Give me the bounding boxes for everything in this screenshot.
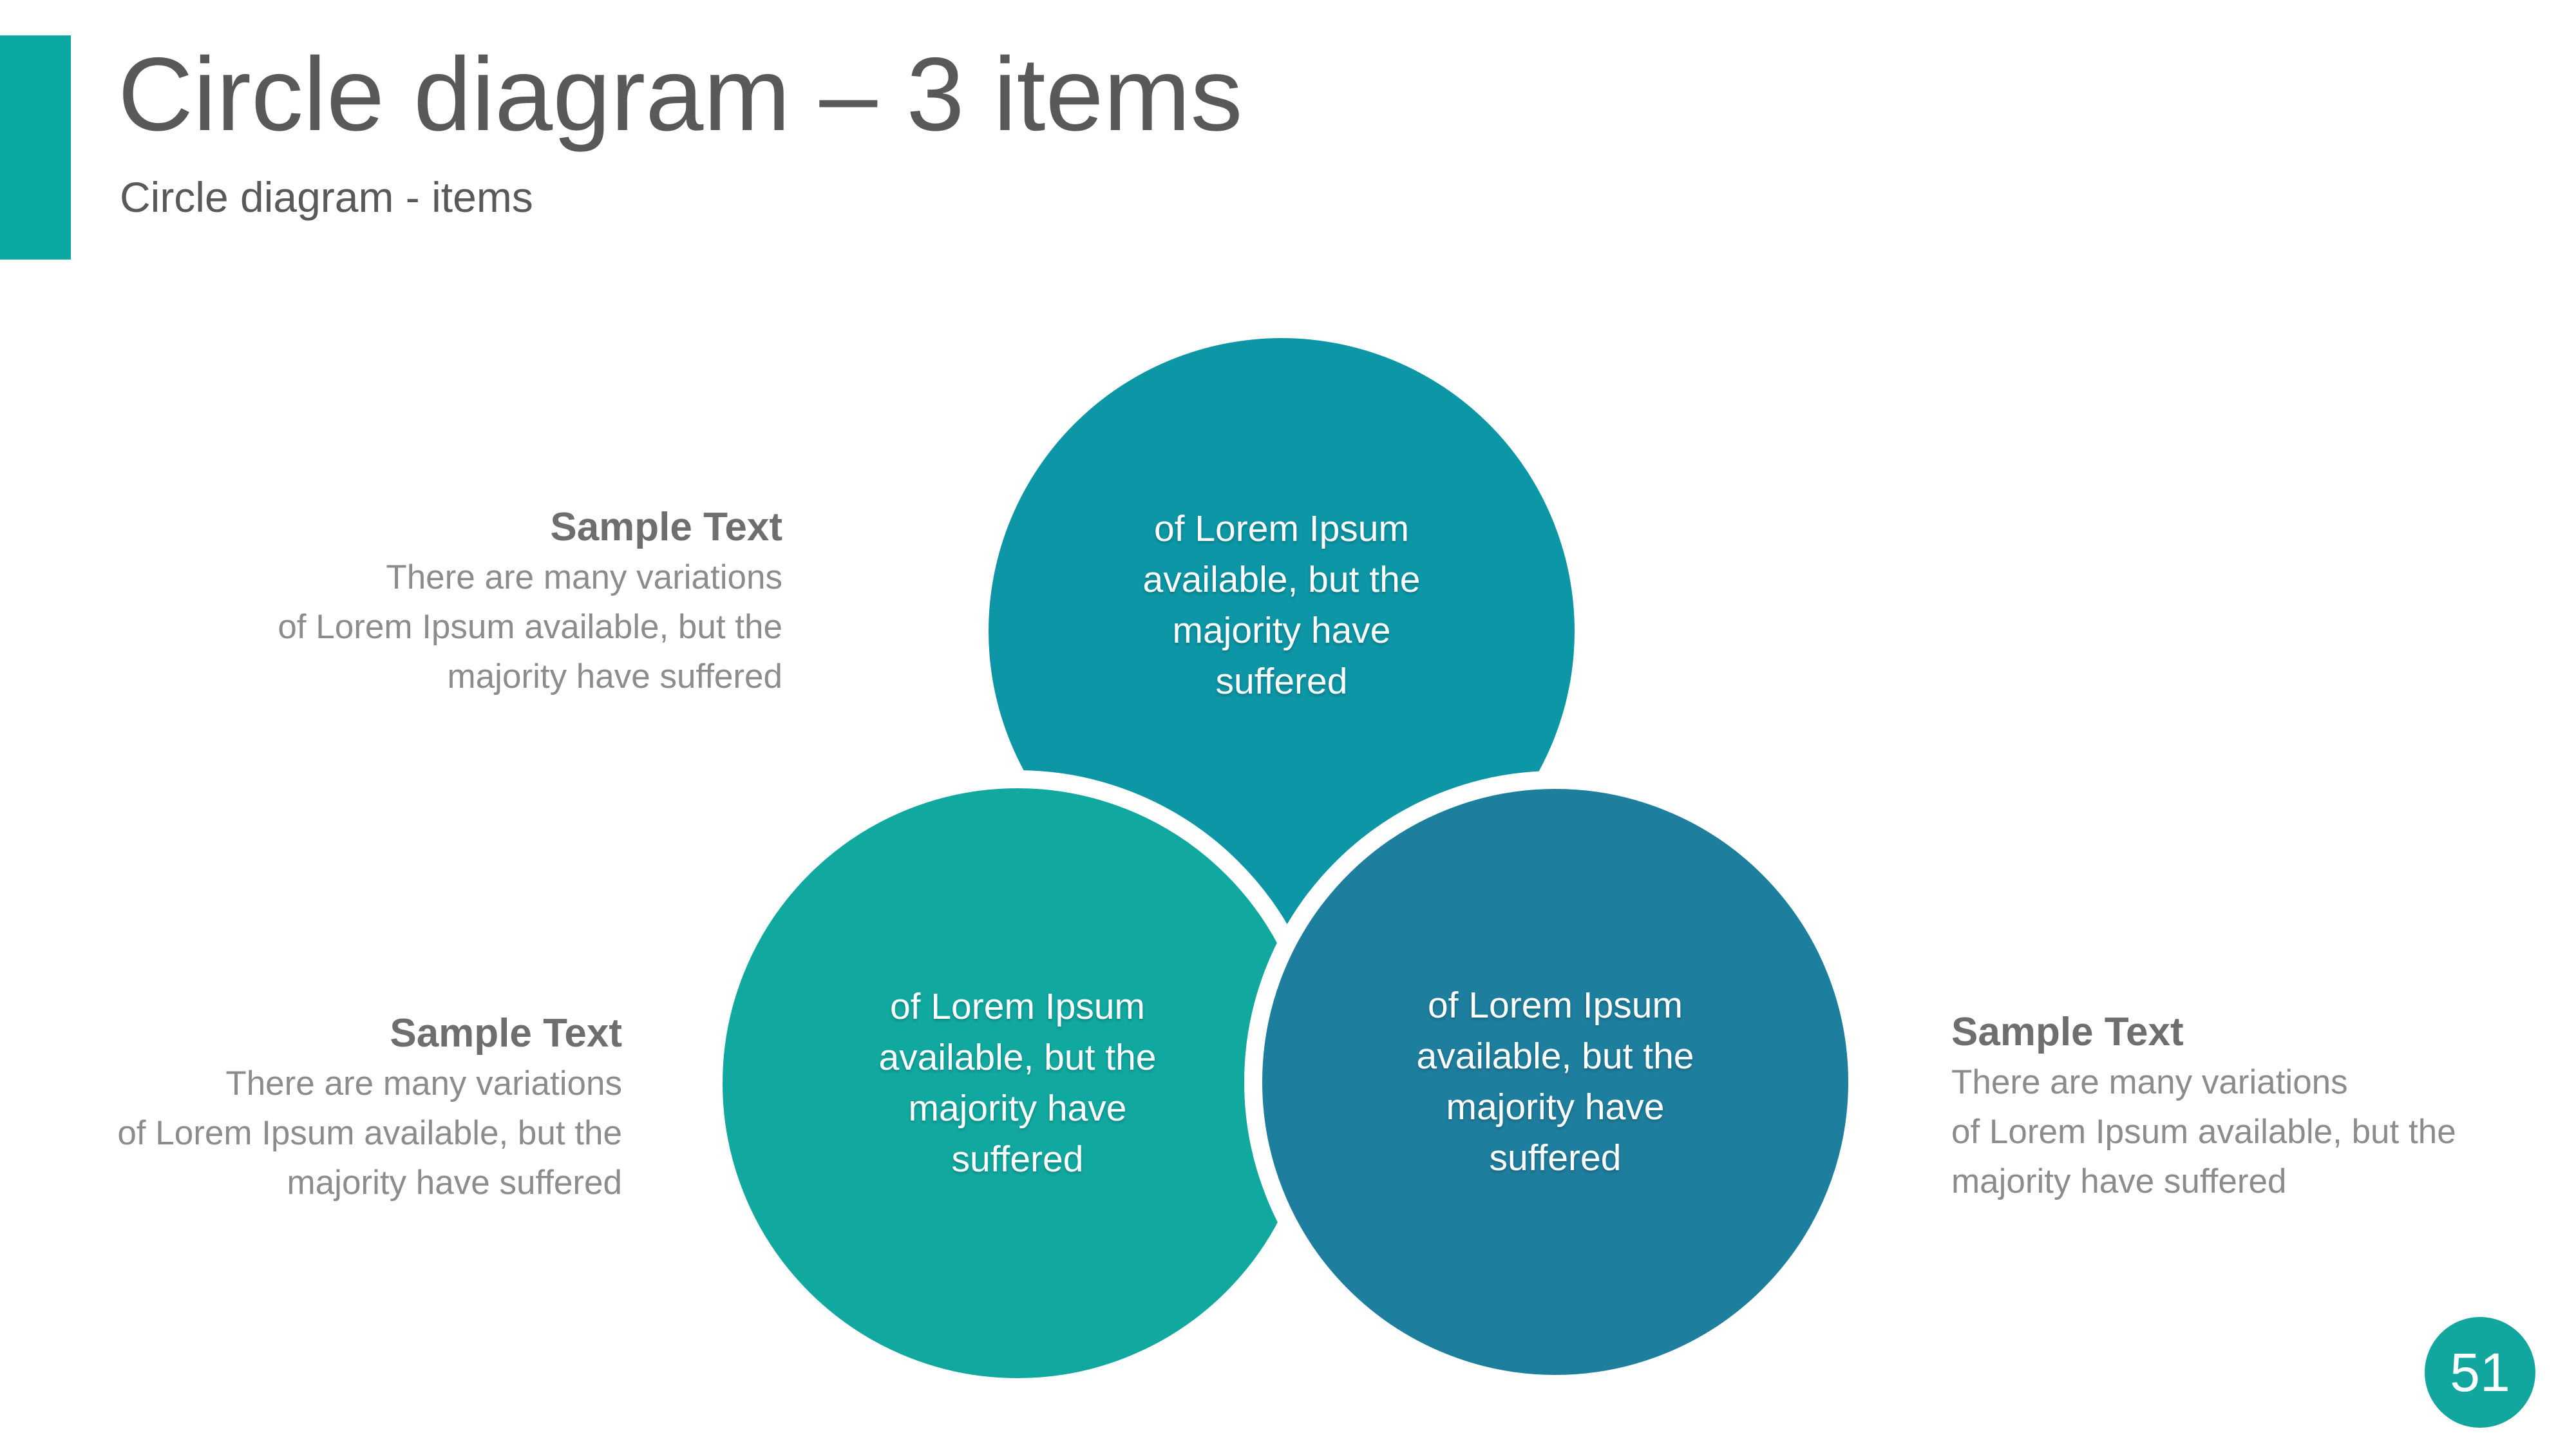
circle-bottom-right: of Lorem Ipsum available, but the majori… — [1244, 771, 1866, 1393]
circle-bottom-right-line: majority have — [1446, 1086, 1665, 1128]
sample-line: of Lorem Ipsum available, but the — [278, 608, 782, 646]
sample-heading: Sample Text — [390, 1011, 622, 1056]
sample-line: There are many variations — [1951, 1063, 2348, 1101]
sample-heading: Sample Text — [1951, 1010, 2184, 1054]
circle-top-text: of Lorem Ipsum available, but the majori… — [1143, 504, 1421, 707]
sample-line: of Lorem Ipsum available, but the — [1951, 1113, 2456, 1151]
page-title: Circle diagram – 3 items — [118, 36, 1243, 153]
circle-top-line: majority have — [1172, 610, 1391, 651]
circle-top-line: of Lorem Ipsum — [1153, 508, 1409, 549]
sample-line: There are many variations — [386, 558, 782, 596]
circle-top-line: available, but the — [1142, 559, 1421, 600]
sample-text-block-bottom-left: Sample Text There are many variations of… — [117, 1009, 622, 1208]
sample-text-block-top-left: Sample Text There are many variations of… — [278, 502, 782, 701]
circle-bottom-left-line: majority have — [908, 1088, 1127, 1129]
sample-line: majority have suffered — [1951, 1162, 2287, 1200]
sample-line: of Lorem Ipsum available, but the — [117, 1114, 622, 1152]
accent-bar — [0, 35, 71, 260]
circle-top-line: suffered — [1215, 661, 1348, 702]
circle-bottom-right-line: available, but the — [1416, 1036, 1694, 1077]
sample-line: There are many variations — [225, 1065, 622, 1103]
sample-text-block-right: Sample Text There are many variations of… — [1951, 1007, 2456, 1206]
circle-bottom-right-text: of Lorem Ipsum available, but the majori… — [1417, 980, 1694, 1184]
page-number-badge: 51 — [2425, 1317, 2535, 1428]
circle-bottom-right-line: suffered — [1489, 1137, 1622, 1179]
sample-line: majority have suffered — [447, 658, 782, 696]
circle-bottom-left-text: of Lorem Ipsum available, but the majori… — [879, 981, 1157, 1185]
page-subtitle: Circle diagram - items — [120, 173, 533, 221]
circle-bottom-right-line: of Lorem Ipsum — [1427, 985, 1683, 1026]
circle-bottom-left-line: suffered — [951, 1139, 1084, 1180]
circle-bottom-left-line: of Lorem Ipsum — [889, 986, 1145, 1027]
sample-heading: Sample Text — [550, 505, 782, 549]
circle-bottom-left-line: available, but the — [878, 1037, 1157, 1078]
sample-line: majority have suffered — [287, 1164, 622, 1202]
page-number: 51 — [2450, 1341, 2510, 1403]
circle-bottom-left: of Lorem Ipsum available, but the majori… — [705, 770, 1331, 1396]
